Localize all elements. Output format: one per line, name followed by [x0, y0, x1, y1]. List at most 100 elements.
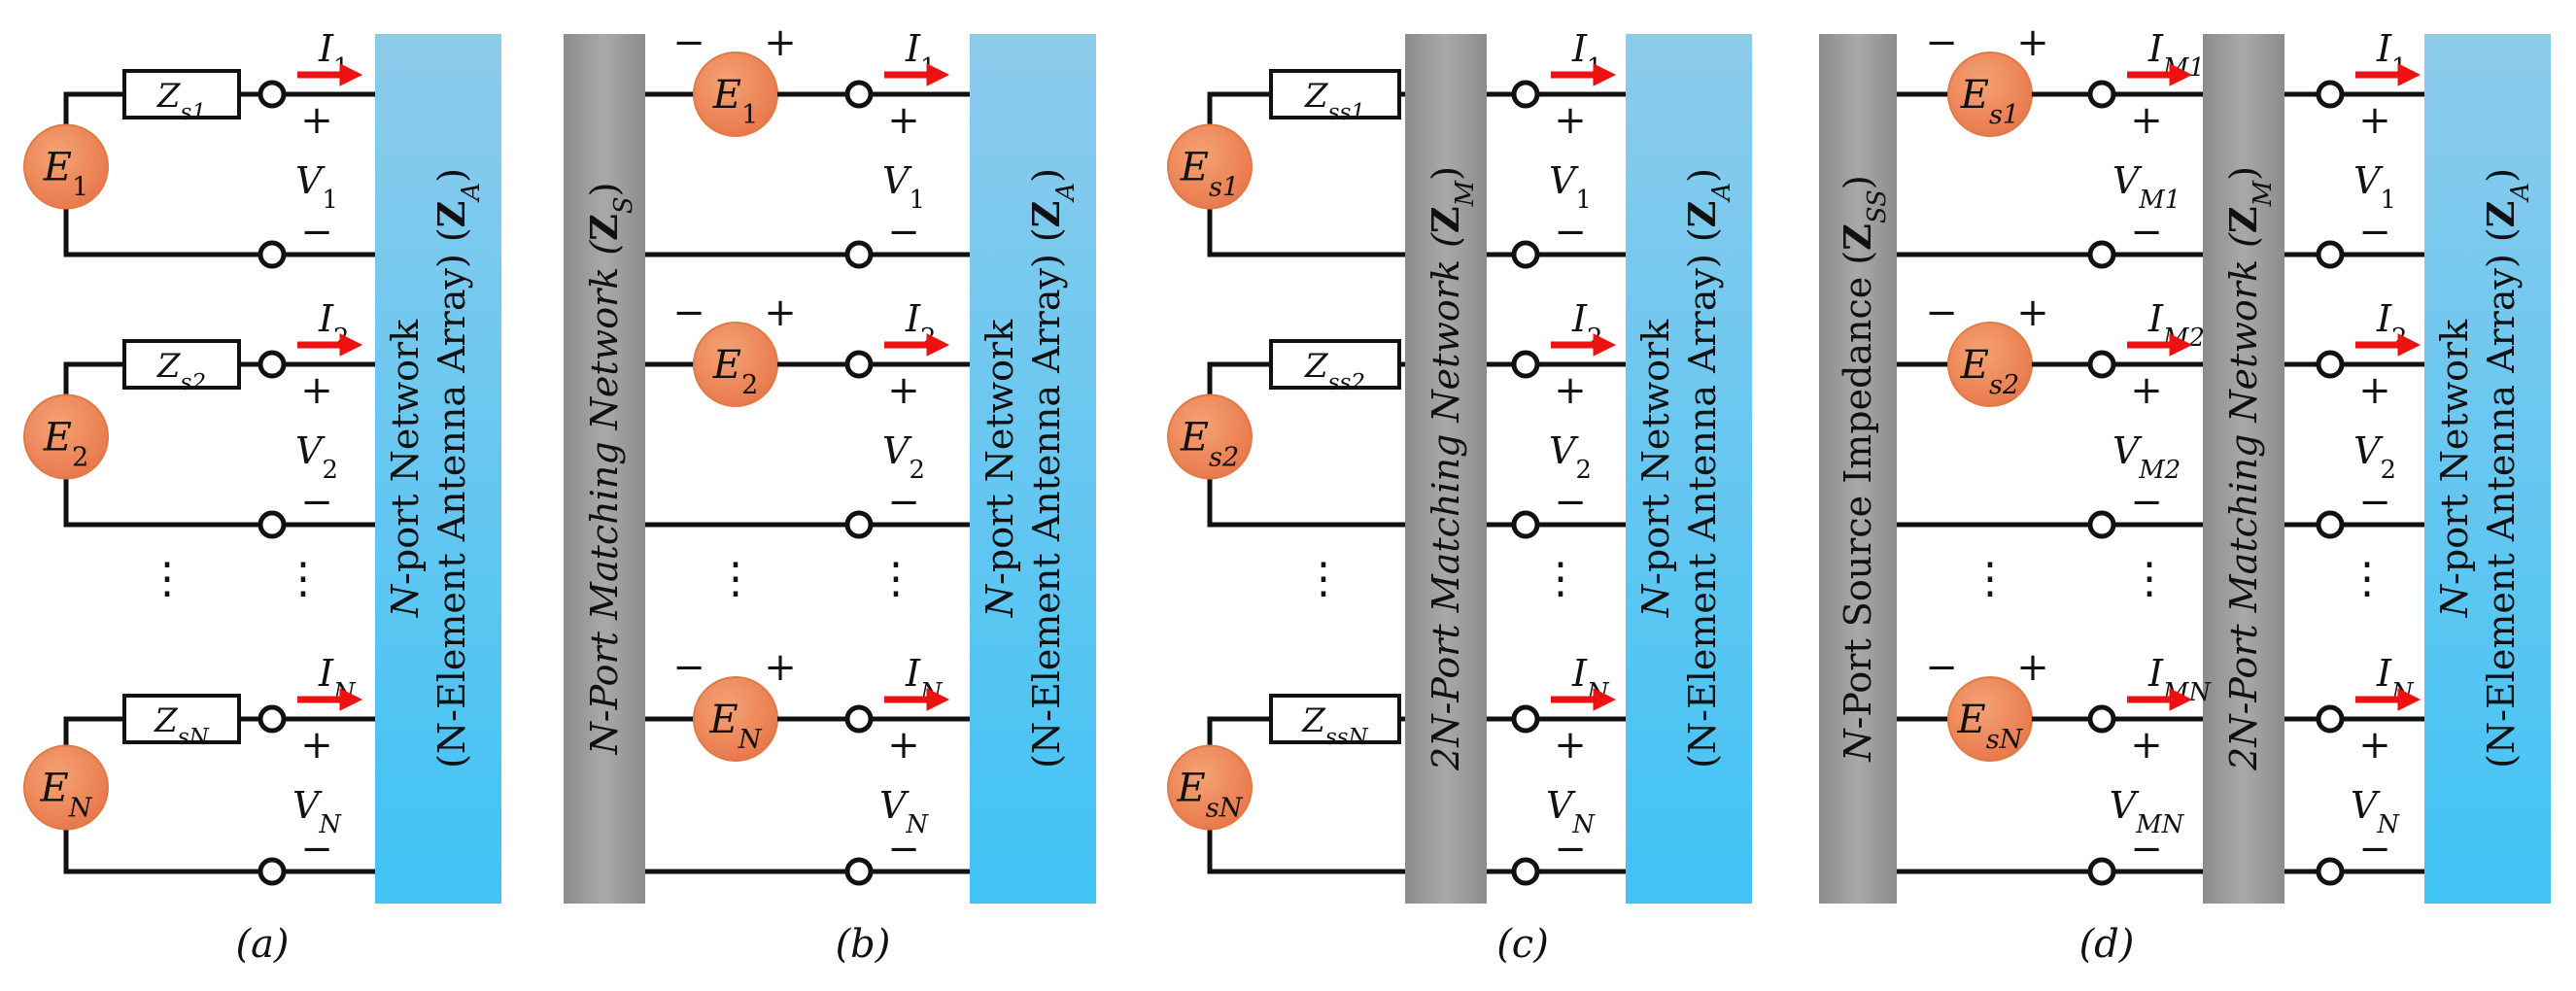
c-antenna-network: [1626, 34, 1752, 904]
a-port-2-current-arrow-head: [339, 333, 363, 357]
b-port-2-plus: +: [887, 368, 920, 413]
d-port-1-source-plus: +: [2016, 20, 2049, 65]
d-antenna-network: [2424, 34, 2551, 904]
d-source-impedance: [1819, 34, 1897, 904]
d-port-2-source-plus: +: [2016, 290, 2049, 335]
d-port-2-current-arrow-head: [2397, 333, 2421, 357]
b-port-N-source-minus: −: [672, 645, 705, 690]
d-port-2-minus: −: [2358, 480, 2391, 525]
d-caption: (d): [2079, 922, 2135, 967]
a-port-2-wire-top: [63, 361, 124, 395]
c-port-1-wire-bottom: [1207, 208, 1405, 257]
b-caption: (b): [836, 922, 891, 967]
a-port-2-wire-bottom: [63, 478, 260, 528]
b-port-2-current-arrow-head: [926, 333, 950, 357]
c-port-2-voltage-label: V2: [1549, 429, 1592, 485]
d-matching-network: [2203, 34, 2284, 904]
c-port-2-source-impedance: [1269, 339, 1401, 390]
svg-text:2N-Port Matching Network (ZM): 2N-Port Matching Network (ZM): [1424, 166, 1480, 771]
b-port-2-voltage-label: V2: [882, 429, 925, 485]
a-port-2-source-label: E2: [43, 416, 89, 473]
port-terminal: [258, 857, 287, 886]
c-port-2-source-impedance-label: Zss2: [1304, 347, 1365, 395]
a-port-2-minus: −: [300, 480, 333, 525]
c-vdots-left: ⋮: [1302, 554, 1345, 603]
b-port-1-plus: +: [887, 98, 920, 143]
d-port-2-m-current-arrow-head: [2169, 333, 2193, 357]
port-terminal: [258, 510, 287, 539]
c-port-1-current-arrow-head: [1593, 63, 1617, 86]
a-port-N-current-arrow-head: [339, 688, 363, 711]
b-port-N-source-label: EN: [709, 698, 763, 755]
d-port-N-m-voltage-label: VMN: [2110, 784, 2185, 839]
port-terminal: [2316, 80, 2345, 109]
c-port-2-wire-top: [1207, 361, 1271, 395]
d-port-1-m-plus: +: [2130, 98, 2163, 143]
b-vdots-left: ⋮: [714, 554, 757, 603]
d-vdots-right: ⋮: [2346, 554, 2388, 603]
a-port-1-source-impedance-label: Zs1: [156, 77, 206, 125]
a-port-1-wire-bottom: [63, 208, 260, 257]
c-port-1-minus: −: [1554, 210, 1587, 255]
d-port-N-voltage-label: VN: [2351, 784, 2400, 839]
port-terminal: [844, 857, 874, 886]
c-port-1-source-label: Es1: [1180, 146, 1239, 203]
b-port-1-source-label: E1: [712, 73, 759, 130]
d-port-2-m-current-label: IM2: [2147, 297, 2205, 353]
a-port-1-minus: −: [300, 210, 333, 255]
d-port-1-voltage-label: V1: [2353, 159, 2396, 215]
b-antenna-network: [970, 34, 1096, 904]
a-port-N-wire-bottom: [63, 829, 260, 874]
c-port-N-source-impedance-label: ZssN: [1301, 701, 1368, 750]
svg-text:2N-Port Matching Network (ZM): 2N-Port Matching Network (ZM): [2221, 166, 2278, 771]
c-vdots-right: ⋮: [1539, 554, 1582, 603]
c-caption: (c): [1496, 922, 1549, 967]
a-port-N-source: [23, 744, 109, 831]
svg-text:(N-Element Antenna Array) (ZA): (N-Element Antenna Array) (ZA): [1024, 168, 1081, 769]
c-port-2-current-arrow-head: [1593, 333, 1617, 357]
a-port-N-voltage-label: VN: [292, 784, 342, 839]
c-port-1-voltage-label: V1: [1549, 159, 1592, 215]
d-port-N-source-plus: +: [2016, 645, 2049, 690]
svg-text:(N-Element Antenna Array) (ZA): (N-Element Antenna Array) (ZA): [429, 168, 486, 769]
b-antenna-network-label: N-port Network(N-Element Antenna Array) …: [979, 168, 1081, 769]
port-terminal: [2087, 510, 2116, 539]
c-port-N-minus: −: [1554, 827, 1587, 871]
d-port-1-source-minus: −: [1925, 20, 1958, 65]
port-terminal: [258, 80, 287, 109]
port-terminal: [2087, 350, 2116, 379]
d-port-N-m-current-arrow-head: [2169, 688, 2193, 711]
c-port-2-minus: −: [1554, 480, 1587, 525]
port-terminal: [2087, 704, 2116, 734]
b-port-1-minus: −: [887, 210, 920, 255]
a-caption: (a): [235, 922, 289, 967]
d-port-2-source-minus: −: [1925, 290, 1958, 335]
port-terminal: [844, 510, 874, 539]
a-antenna-network: [375, 34, 501, 904]
c-port-1-plus: +: [1554, 98, 1587, 143]
a-port-N-source-impedance: [122, 694, 241, 744]
d-vdots-mid: ⋮: [2128, 554, 2171, 603]
a-port-1-source-impedance: [122, 69, 241, 120]
a-port-2-source: [23, 393, 109, 480]
a-port-N-source-impedance-label: ZsN: [154, 701, 209, 750]
a-port-1-voltage-label: V1: [295, 159, 338, 215]
d-port-2-m-plus: +: [2130, 368, 2163, 413]
a-port-1-plus: +: [300, 98, 333, 143]
b-port-N-plus: +: [887, 723, 920, 768]
c-antenna-network-label: N-port Network(N-Element Antenna Array) …: [1634, 168, 1736, 769]
a-antenna-network-label: N-port Network(N-Element Antenna Array) …: [384, 168, 486, 769]
port-terminal: [2316, 510, 2345, 539]
d-port-1-m-minus: −: [2130, 210, 2163, 255]
d-port-1-m-voltage-label: VM1: [2112, 159, 2181, 215]
d-antenna-network-label: N-port Network(N-Element Antenna Array) …: [2433, 168, 2535, 769]
port-terminal: [258, 704, 287, 734]
c-port-N-wire-bottom: [1207, 829, 1405, 874]
b-matching-network-label: N-Port Matching Network (ZS): [582, 183, 638, 756]
a-vdots-right: ⋮: [282, 554, 325, 603]
port-terminal: [1511, 510, 1540, 539]
c-port-1-wire-top: [1207, 91, 1271, 125]
b-matching-network: [564, 34, 645, 904]
svg-text:(N-Element Antenna Array) (ZA): (N-Element Antenna Array) (ZA): [1680, 168, 1736, 769]
port-terminal: [1511, 80, 1540, 109]
